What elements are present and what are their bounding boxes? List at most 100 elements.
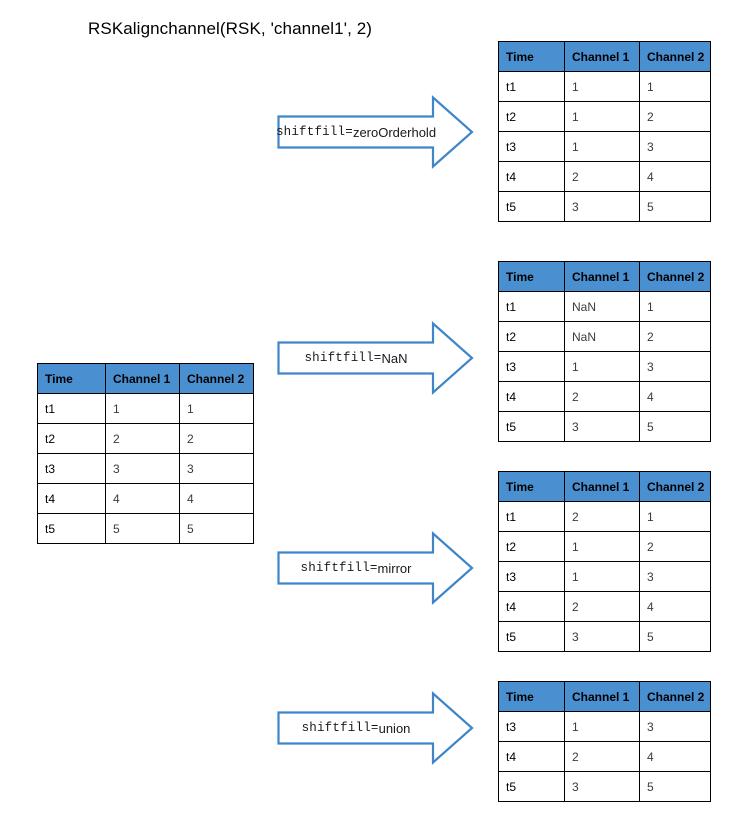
cell-time: t4 [37, 483, 106, 514]
cell-time: t5 [37, 513, 106, 544]
cell-time: t3 [498, 351, 565, 382]
cell-channel2: 4 [639, 161, 711, 192]
table-row: t4 4 4 [37, 483, 254, 514]
output-table-nan: Time Channel 1 Channel 2 t1 NaN 1 t2 NaN… [498, 261, 711, 442]
table-row: t3 1 3 [498, 351, 711, 382]
cell-time: t4 [498, 591, 565, 622]
cell-channel2: 3 [639, 351, 711, 382]
table-header-row: Time Channel 1 Channel 2 [498, 471, 711, 502]
table-row: t4 2 4 [498, 161, 711, 192]
cell-channel1: NaN [564, 291, 640, 322]
cell-channel1: 2 [564, 591, 640, 622]
cell-time: t5 [498, 191, 565, 222]
cell-channel2: 1 [639, 501, 711, 532]
column-header-channel2: Channel 2 [639, 41, 711, 72]
cell-time: t3 [498, 711, 565, 742]
cell-channel1: 1 [105, 393, 180, 424]
cell-channel1: 1 [564, 351, 640, 382]
table-header-row: Time Channel 1 Channel 2 [498, 41, 711, 72]
output-table-mirror: Time Channel 1 Channel 2 t1 2 1 t2 1 2 t… [498, 471, 711, 652]
cell-time: t5 [498, 411, 565, 442]
table-row: t1 2 1 [498, 501, 711, 532]
table-row: t5 5 5 [37, 513, 254, 544]
cell-channel2: 4 [639, 741, 711, 772]
cell-time: t1 [37, 393, 106, 424]
column-header-channel2: Channel 2 [639, 681, 711, 712]
arrow-shape-icon [277, 321, 474, 395]
arrow-shape-icon [277, 95, 474, 169]
table-row: t4 2 4 [498, 381, 711, 412]
cell-channel2: 2 [639, 321, 711, 352]
cell-channel1: 1 [564, 131, 640, 162]
cell-time: t5 [498, 771, 565, 802]
column-header-time: Time [498, 261, 565, 292]
cell-channel2: 4 [179, 483, 254, 514]
cell-channel2: 1 [179, 393, 254, 424]
cell-channel1: 2 [105, 423, 180, 454]
arrow-union: shiftfill=union [276, 688, 476, 768]
cell-channel2: 2 [639, 531, 711, 562]
arrow-shape-icon [277, 531, 474, 605]
cell-channel1: 1 [564, 531, 640, 562]
cell-time: t2 [498, 101, 565, 132]
column-header-channel1: Channel 1 [564, 681, 640, 712]
cell-time: t1 [498, 71, 565, 102]
cell-channel2: 5 [639, 411, 711, 442]
input-table: Time Channel 1 Channel 2 t1 1 1 t2 2 2 t… [37, 363, 254, 544]
table-row: t1 1 1 [37, 393, 254, 424]
table-row: t4 2 4 [498, 591, 711, 622]
table-header-row: Time Channel 1 Channel 2 [498, 261, 711, 292]
cell-time: t4 [498, 161, 565, 192]
cell-channel2: 5 [639, 771, 711, 802]
cell-channel1: 2 [564, 161, 640, 192]
cell-time: t3 [498, 561, 565, 592]
table-row: t5 3 5 [498, 771, 711, 802]
cell-channel1: 3 [564, 191, 640, 222]
cell-channel2: 4 [639, 381, 711, 412]
cell-time: t1 [498, 291, 565, 322]
column-header-channel2: Channel 2 [639, 471, 711, 502]
column-header-time: Time [498, 41, 565, 72]
cell-time: t3 [37, 453, 106, 484]
page-title: RSKalignchannel(RSK, 'channel1', 2) [88, 19, 373, 38]
cell-channel2: 2 [179, 423, 254, 454]
table-row: t5 3 5 [498, 411, 711, 442]
cell-channel1: 3 [105, 453, 180, 484]
column-header-channel1: Channel 1 [105, 363, 180, 394]
cell-channel1: 2 [564, 381, 640, 412]
cell-time: t4 [498, 381, 565, 412]
cell-channel1: 5 [105, 513, 180, 544]
cell-time: t5 [498, 621, 565, 652]
cell-channel2: 1 [639, 71, 711, 102]
cell-channel2: 4 [639, 591, 711, 622]
table-row: t2 NaN 2 [498, 321, 711, 352]
table-row: t3 1 3 [498, 711, 711, 742]
table-row: t3 3 3 [37, 453, 254, 484]
arrow-shape-icon [277, 691, 474, 765]
table-row: t5 3 5 [498, 191, 711, 222]
column-header-channel1: Channel 1 [564, 41, 640, 72]
table-row: t4 2 4 [498, 741, 711, 772]
cell-channel1: 3 [564, 621, 640, 652]
table-row: t5 3 5 [498, 621, 711, 652]
cell-time: t2 [37, 423, 106, 454]
cell-channel2: 3 [639, 711, 711, 742]
cell-channel2: 3 [639, 131, 711, 162]
table-row: t2 1 2 [498, 101, 711, 132]
cell-channel1: 3 [564, 411, 640, 442]
cell-channel2: 1 [639, 291, 711, 322]
cell-time: t3 [498, 131, 565, 162]
output-table-union: Time Channel 1 Channel 2 t3 1 3 t4 2 4 t… [498, 681, 711, 802]
cell-channel2: 3 [179, 453, 254, 484]
cell-time: t2 [498, 531, 565, 562]
table-row: t2 1 2 [498, 531, 711, 562]
arrow-zeroorderhold: shiftfill=zeroOrderhold [276, 92, 476, 172]
cell-channel2: 2 [639, 101, 711, 132]
table-row: t2 2 2 [37, 423, 254, 454]
table-header-row: Time Channel 1 Channel 2 [37, 363, 254, 394]
cell-channel2: 5 [639, 621, 711, 652]
cell-channel1: 1 [564, 711, 640, 742]
column-header-time: Time [37, 363, 106, 394]
column-header-time: Time [498, 471, 565, 502]
